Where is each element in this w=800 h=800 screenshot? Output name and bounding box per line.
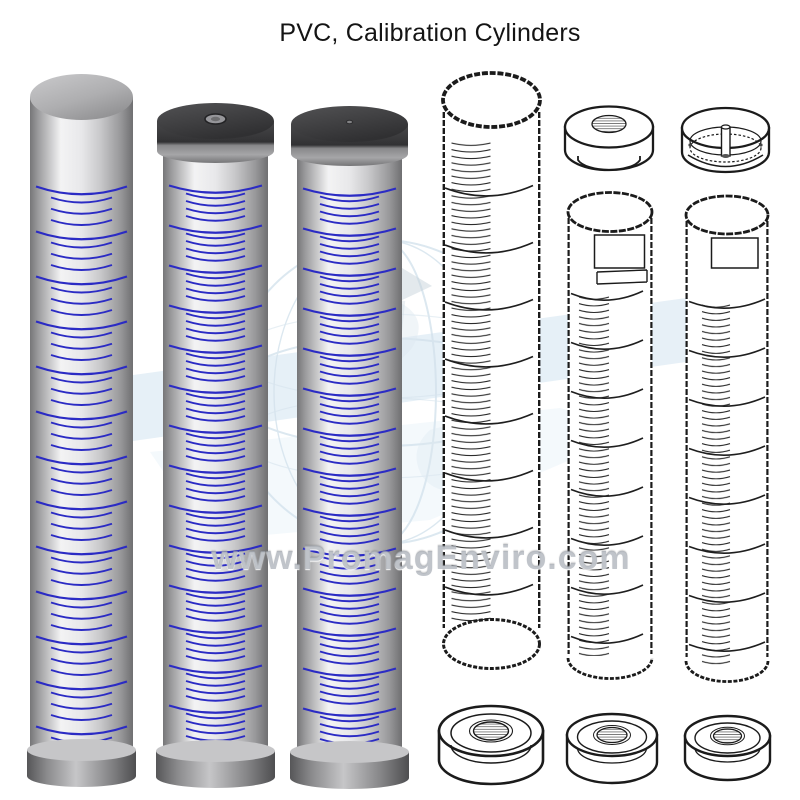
rendered-cylinder-solid-top — [27, 74, 136, 787]
sketch-top-cap-center-pin — [680, 106, 771, 174]
rendered-cylinder-capped-vent-hole — [156, 103, 275, 789]
sketch-labeled-cylinder-1 — [566, 191, 654, 680]
sketch-top-cap-vent — [563, 105, 655, 172]
rendered-cylinder-capped-pin-hole — [290, 106, 409, 789]
page-title: PVC, Calibration Cylinders — [279, 19, 581, 47]
sketch-base-cap-medium — [565, 712, 659, 785]
sketch-base-cap-large — [437, 704, 545, 786]
sketch-open-top-cylinder — [441, 71, 542, 670]
sketch-base-cap-small — [683, 714, 772, 782]
sketch-labeled-cylinder-2 — [684, 194, 770, 683]
